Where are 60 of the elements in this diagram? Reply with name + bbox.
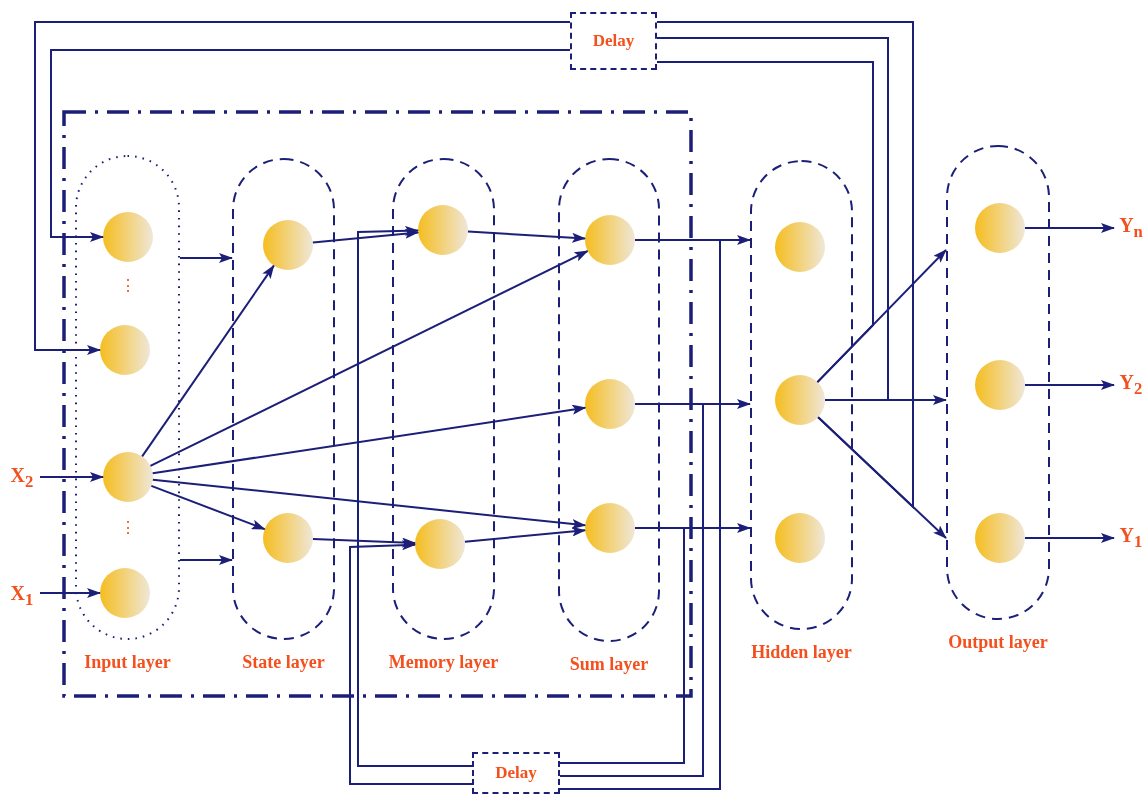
arrow [1024,533,1115,543]
arrow [179,253,233,263]
arrow [466,230,587,243]
neuron-circle [585,503,635,553]
neuron-circle [263,220,313,270]
neuron-circle [775,513,825,563]
neuron-circle [975,360,1025,410]
ellipsis-mark: ⋮ [120,276,136,295]
arrow [179,555,233,565]
neuron-circle [418,205,468,255]
arrow [150,484,266,531]
neuron-circle [775,375,825,425]
layer-label: Sum layer [569,654,649,675]
neuron-circle [585,379,635,429]
arrow [39,472,104,482]
signal-label: Y$_{1}$ [1119,524,1143,552]
neuron-circle [100,325,150,375]
arrow [312,537,416,548]
arrow [141,264,275,458]
connector-line [656,37,889,401]
layer-label: Memory layer [388,652,499,673]
arrow [50,49,571,242]
signal-label: X$_{1}$ [10,582,34,610]
connector-line [656,61,874,384]
delay-box [570,12,657,70]
signal-label: X$_{2}$ [10,464,34,492]
connector-line [656,21,914,510]
layer-label: Input layer [84,652,171,673]
arrow [357,225,473,767]
arrow [463,526,587,543]
connector-line [559,527,685,764]
arrow [151,478,587,529]
layer-label: Hidden layer [751,642,852,663]
arrow [151,404,587,475]
arrow [311,228,420,244]
arrow [349,540,473,785]
neuron-circle [975,513,1025,563]
delay-box [472,752,560,794]
layer-label: State layer [242,652,325,673]
neuron-circle [103,212,153,262]
signal-label: Y$_{n}$ [1119,214,1143,242]
signal-label: Y$_{2}$ [1119,371,1143,399]
arrow [39,588,101,598]
delay-label: Delay [495,763,537,783]
ellipsis-mark: ⋮ [120,518,136,537]
neuron-circle [103,452,153,502]
layer-label: Output layer [948,632,1048,653]
arrow [1024,223,1115,233]
arrow [149,250,589,467]
neuron-circle [975,203,1025,253]
neuron-circle [415,519,465,569]
arrow [1024,380,1115,390]
neuron-circle [585,215,635,265]
connector-line [559,403,704,777]
arrow [34,21,571,355]
connector-line [559,239,721,790]
delay-label: Delay [592,31,635,51]
neuron-circle [263,513,313,563]
neuron-circle [100,568,150,618]
neuron-circle [775,222,825,272]
